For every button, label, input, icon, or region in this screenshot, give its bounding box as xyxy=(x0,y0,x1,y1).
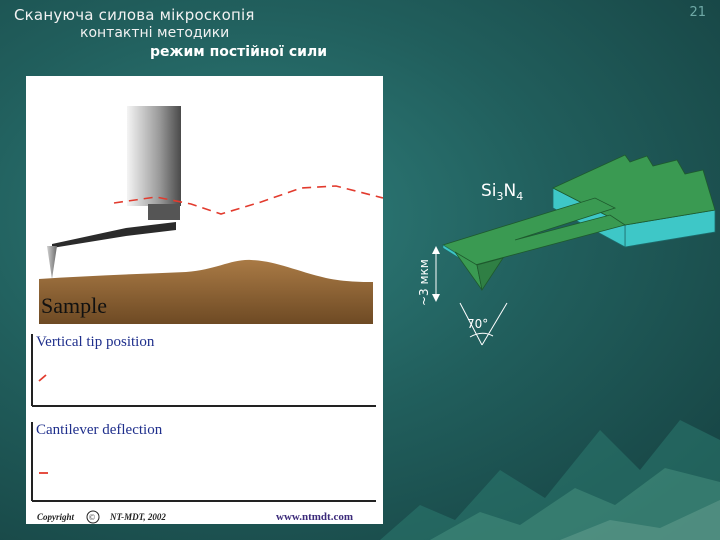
cantilever-beam xyxy=(52,222,176,248)
material-sub-3: 3 xyxy=(497,190,504,203)
material-sub-4: 4 xyxy=(516,190,523,203)
mode-title: режим постійної сили xyxy=(150,44,328,60)
angle-line-right xyxy=(481,302,508,346)
probe-tip xyxy=(47,246,57,279)
sample-label: Sample xyxy=(41,293,107,318)
height-label: ~3 мкм xyxy=(417,259,431,306)
website-link[interactable]: www.ntmdt.com xyxy=(276,511,353,523)
pyramid-tip-right xyxy=(476,257,504,292)
scan-trajectory xyxy=(113,185,383,215)
height-arrow-head-top xyxy=(432,246,440,254)
copyright-text: Copyright xyxy=(37,512,75,522)
scanner-tube xyxy=(127,106,181,206)
graph1-trace xyxy=(38,374,47,382)
material-label: Si3N4 xyxy=(481,181,523,203)
angle-line-left xyxy=(459,302,483,346)
graph2-label: Cantilever deflection xyxy=(36,422,163,438)
graph1-label: Vertical tip position xyxy=(36,334,155,350)
material-n: N xyxy=(504,181,517,201)
copyright-symbol: © xyxy=(89,513,95,522)
angle-arc xyxy=(469,332,494,338)
scanner-holder xyxy=(148,204,180,220)
material-si: Si xyxy=(481,181,497,201)
slide-title: Скануюча силова мікроскопія xyxy=(14,6,255,24)
angle-label: 70° xyxy=(467,317,488,331)
cantilever-illustration: ~3 мкм 70° Si3N4 xyxy=(417,154,716,346)
company-name: NT-MDT, 2002 xyxy=(109,512,166,522)
cantilever-arms xyxy=(442,197,626,266)
copyright-icon xyxy=(86,510,100,524)
height-arrow-head-bottom xyxy=(432,294,440,302)
slide-number: 21 xyxy=(689,5,706,20)
slide-subtitle: контактні методики xyxy=(80,25,230,41)
afm-schematic-panel: Sample Vertical tip position Cantilever … xyxy=(26,76,383,524)
sample-surface xyxy=(39,259,373,324)
